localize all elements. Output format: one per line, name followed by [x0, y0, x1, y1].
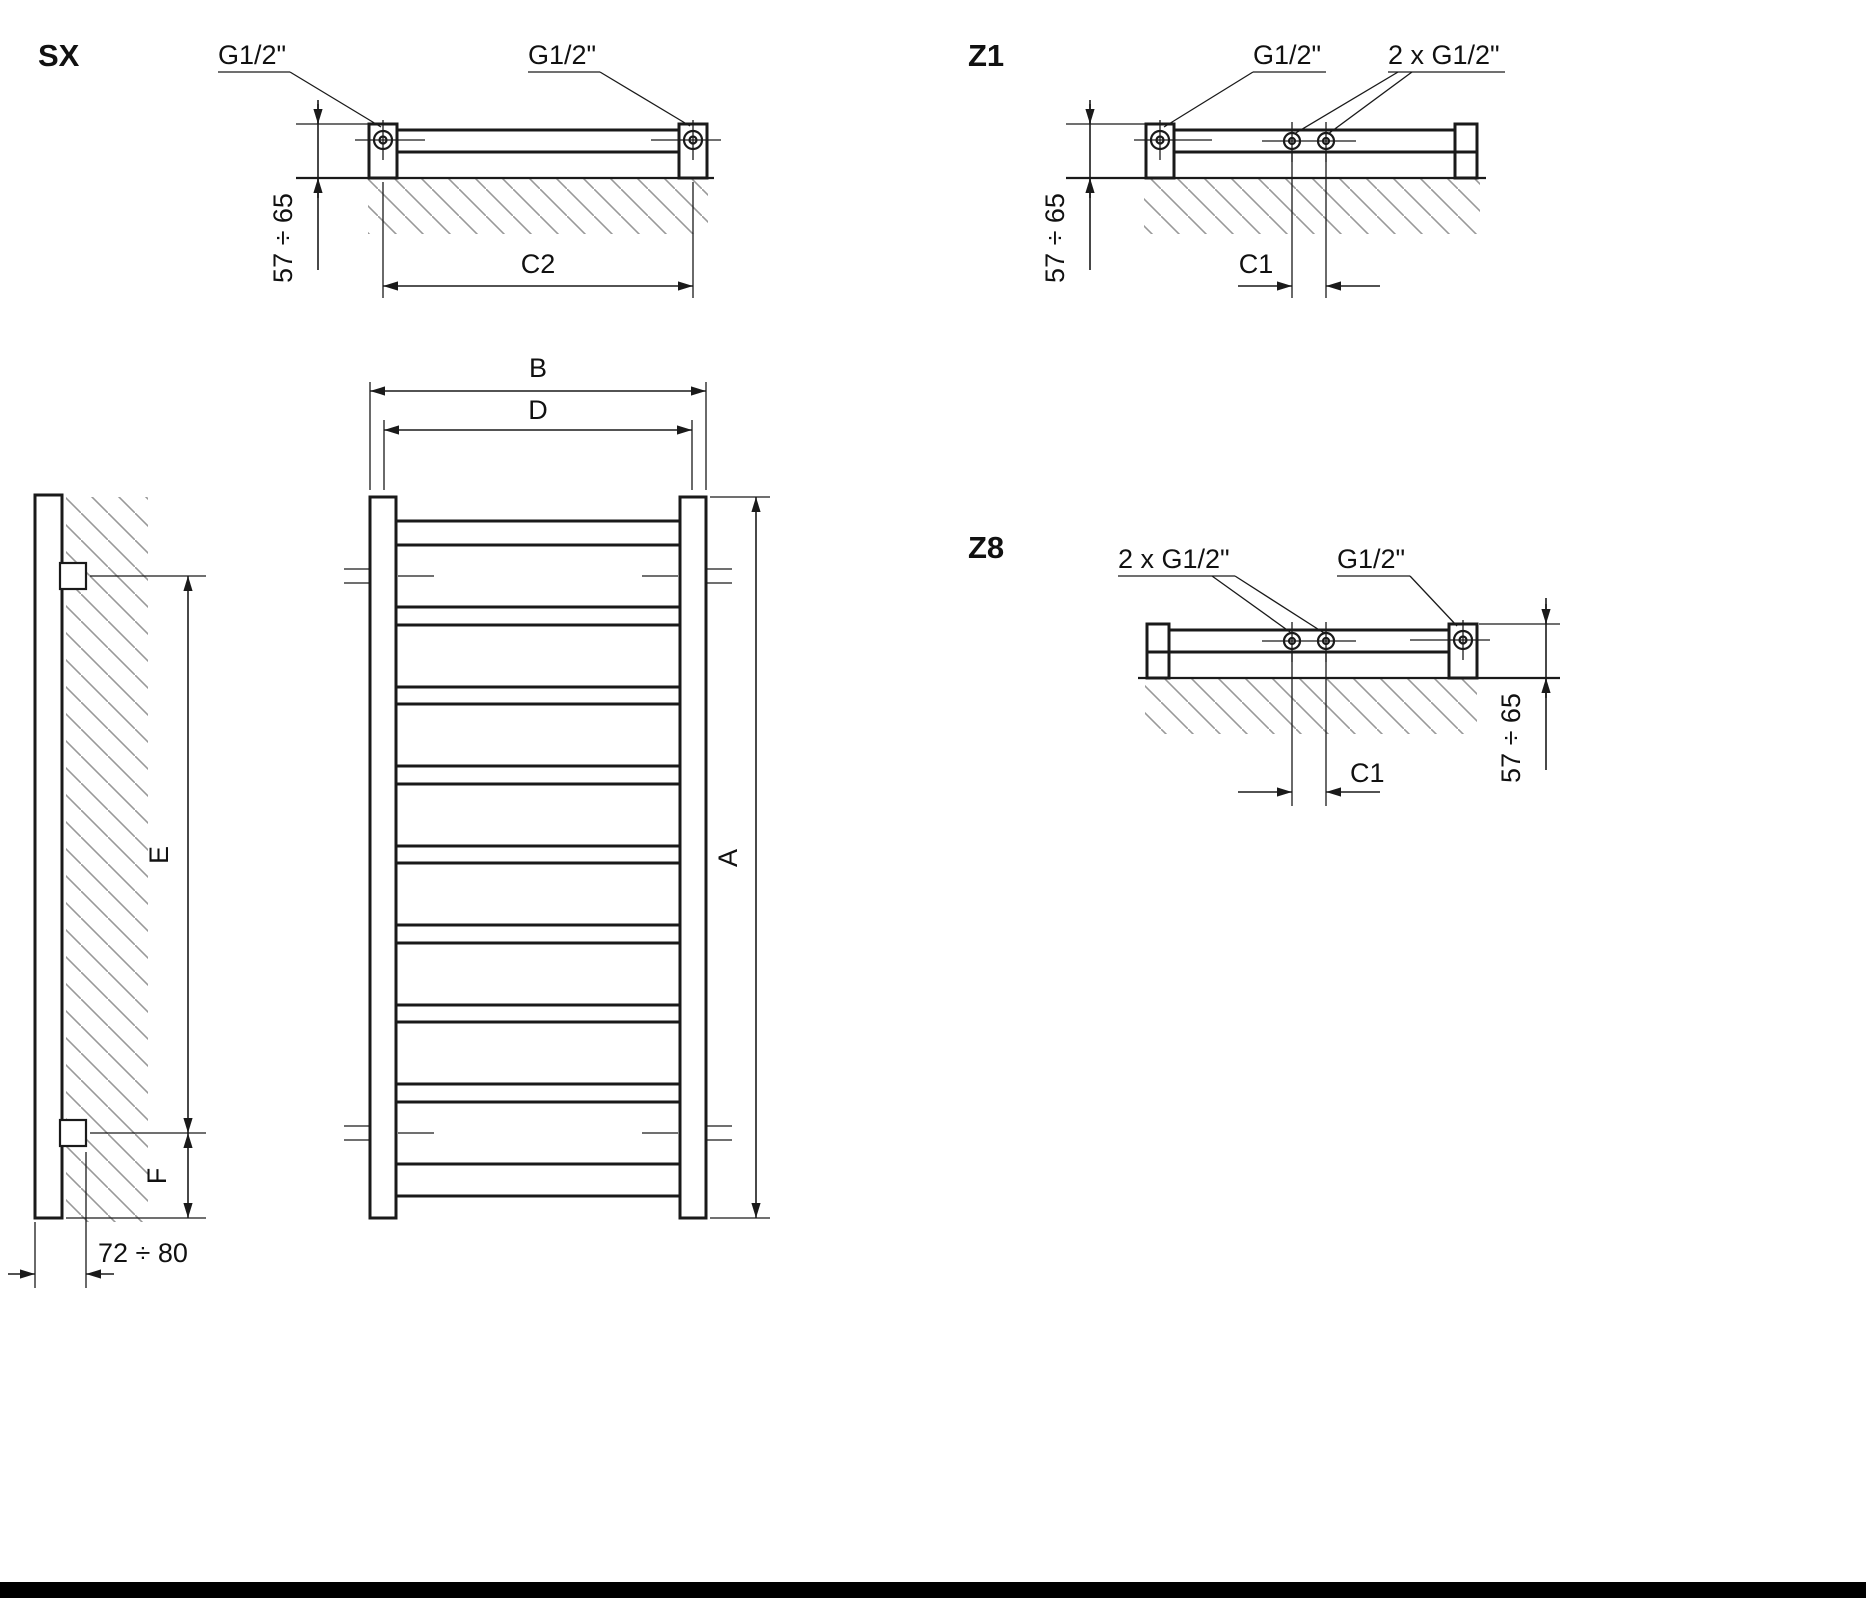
bottom-wall-bracket — [58, 1118, 88, 1148]
front-d-label: D — [528, 395, 548, 425]
z1-center-connection-label: 2 x G1/2" — [1388, 40, 1500, 70]
side-dim-f: F — [66, 1133, 206, 1219]
z8-center-connection-label: 2 x G1/2" — [1118, 544, 1230, 574]
z1-connection-labels: G1/2" 2 x G1/2" — [1163, 40, 1505, 135]
sx-c2-label: C2 — [521, 249, 556, 279]
side-wall-clearance-label: 72 ÷ 80 — [98, 1238, 188, 1268]
wall-hatch — [1144, 179, 1480, 234]
front-dim-d: D — [383, 395, 693, 490]
z1-dim-wall-depth: 57 ÷ 65 — [1040, 100, 1095, 283]
front-a-label: A — [713, 849, 743, 867]
side-view: E F 72 ÷ 80 — [8, 493, 206, 1288]
radiator-side-profile — [33, 493, 64, 1220]
sx-right-connection-label: G1/2" — [528, 40, 596, 70]
z8-title: Z8 — [968, 530, 1004, 565]
sx-top-view: SX G1/2" G1/2" — [38, 38, 721, 298]
z1-c1-label: C1 — [1239, 249, 1274, 279]
z8-connection-labels: 2 x G1/2" G1/2" — [1118, 544, 1458, 634]
side-wall — [66, 497, 148, 1222]
z1-radiator-tube — [1134, 120, 1479, 180]
front-b-label: B — [529, 353, 547, 383]
z8-side-connection-label: G1/2" — [1337, 544, 1405, 574]
front-view: B D — [344, 353, 770, 1220]
front-dim-b: B — [369, 353, 707, 490]
rung — [394, 861, 682, 927]
wall-hatch — [66, 497, 148, 1222]
sx-connection-labels: G1/2" G1/2" — [218, 40, 691, 128]
z1-wall — [1066, 123, 1486, 234]
front-dim-a: A — [710, 496, 770, 1219]
side-e-label: E — [144, 846, 174, 864]
wall-hatch — [1145, 679, 1477, 734]
bottom-border — [0, 1582, 1866, 1598]
left-vertical-tube — [368, 495, 398, 1220]
rung — [394, 782, 682, 848]
sx-wall — [296, 123, 714, 234]
z1-dim-c1: C1 — [1238, 152, 1380, 298]
top-wall-bracket — [58, 561, 88, 591]
top-collector-tube — [395, 128, 681, 154]
rung — [394, 702, 682, 768]
rung — [394, 1020, 682, 1086]
z1-title: Z1 — [968, 38, 1004, 73]
sx-radiator-tube — [355, 120, 721, 180]
sx-left-connection-label: G1/2" — [218, 40, 286, 70]
sx-title: SX — [38, 38, 80, 73]
z8-c1-label: C1 — [1350, 758, 1385, 788]
z8-top-view: Z8 2 x G1/2" — [968, 530, 1560, 806]
rung — [394, 1100, 682, 1166]
z8-wall — [1138, 623, 1560, 734]
z1-side-connection-label: G1/2" — [1253, 40, 1321, 70]
z8-dim-c1: C1 — [1238, 652, 1385, 806]
front-radiator-body — [368, 495, 708, 1220]
z8-wall-depth-label: 57 ÷ 65 — [1496, 693, 1526, 783]
sx-dim-c2: C2 — [382, 182, 694, 298]
sx-wall-depth-label: 57 ÷ 65 — [268, 193, 298, 283]
side-dim-depth: 72 ÷ 80 — [8, 1152, 188, 1288]
side-brackets — [58, 561, 88, 1148]
right-vertical-tube — [678, 495, 708, 1220]
front-bracket-marks — [344, 568, 732, 1141]
side-f-label: F — [142, 1168, 172, 1185]
z8-radiator-tube — [1145, 620, 1490, 680]
z1-top-view: Z1 G1/2" — [968, 38, 1505, 298]
rung — [394, 623, 682, 689]
rung — [394, 543, 682, 609]
z1-wall-depth-label: 57 ÷ 65 — [1040, 193, 1070, 283]
rung — [394, 941, 682, 1007]
side-dim-e: E — [90, 575, 206, 1134]
z8-dim-wall-depth: 57 ÷ 65 — [1496, 598, 1551, 783]
sx-dim-wall-depth: 57 ÷ 65 — [268, 100, 323, 283]
wall-hatch — [368, 179, 708, 234]
